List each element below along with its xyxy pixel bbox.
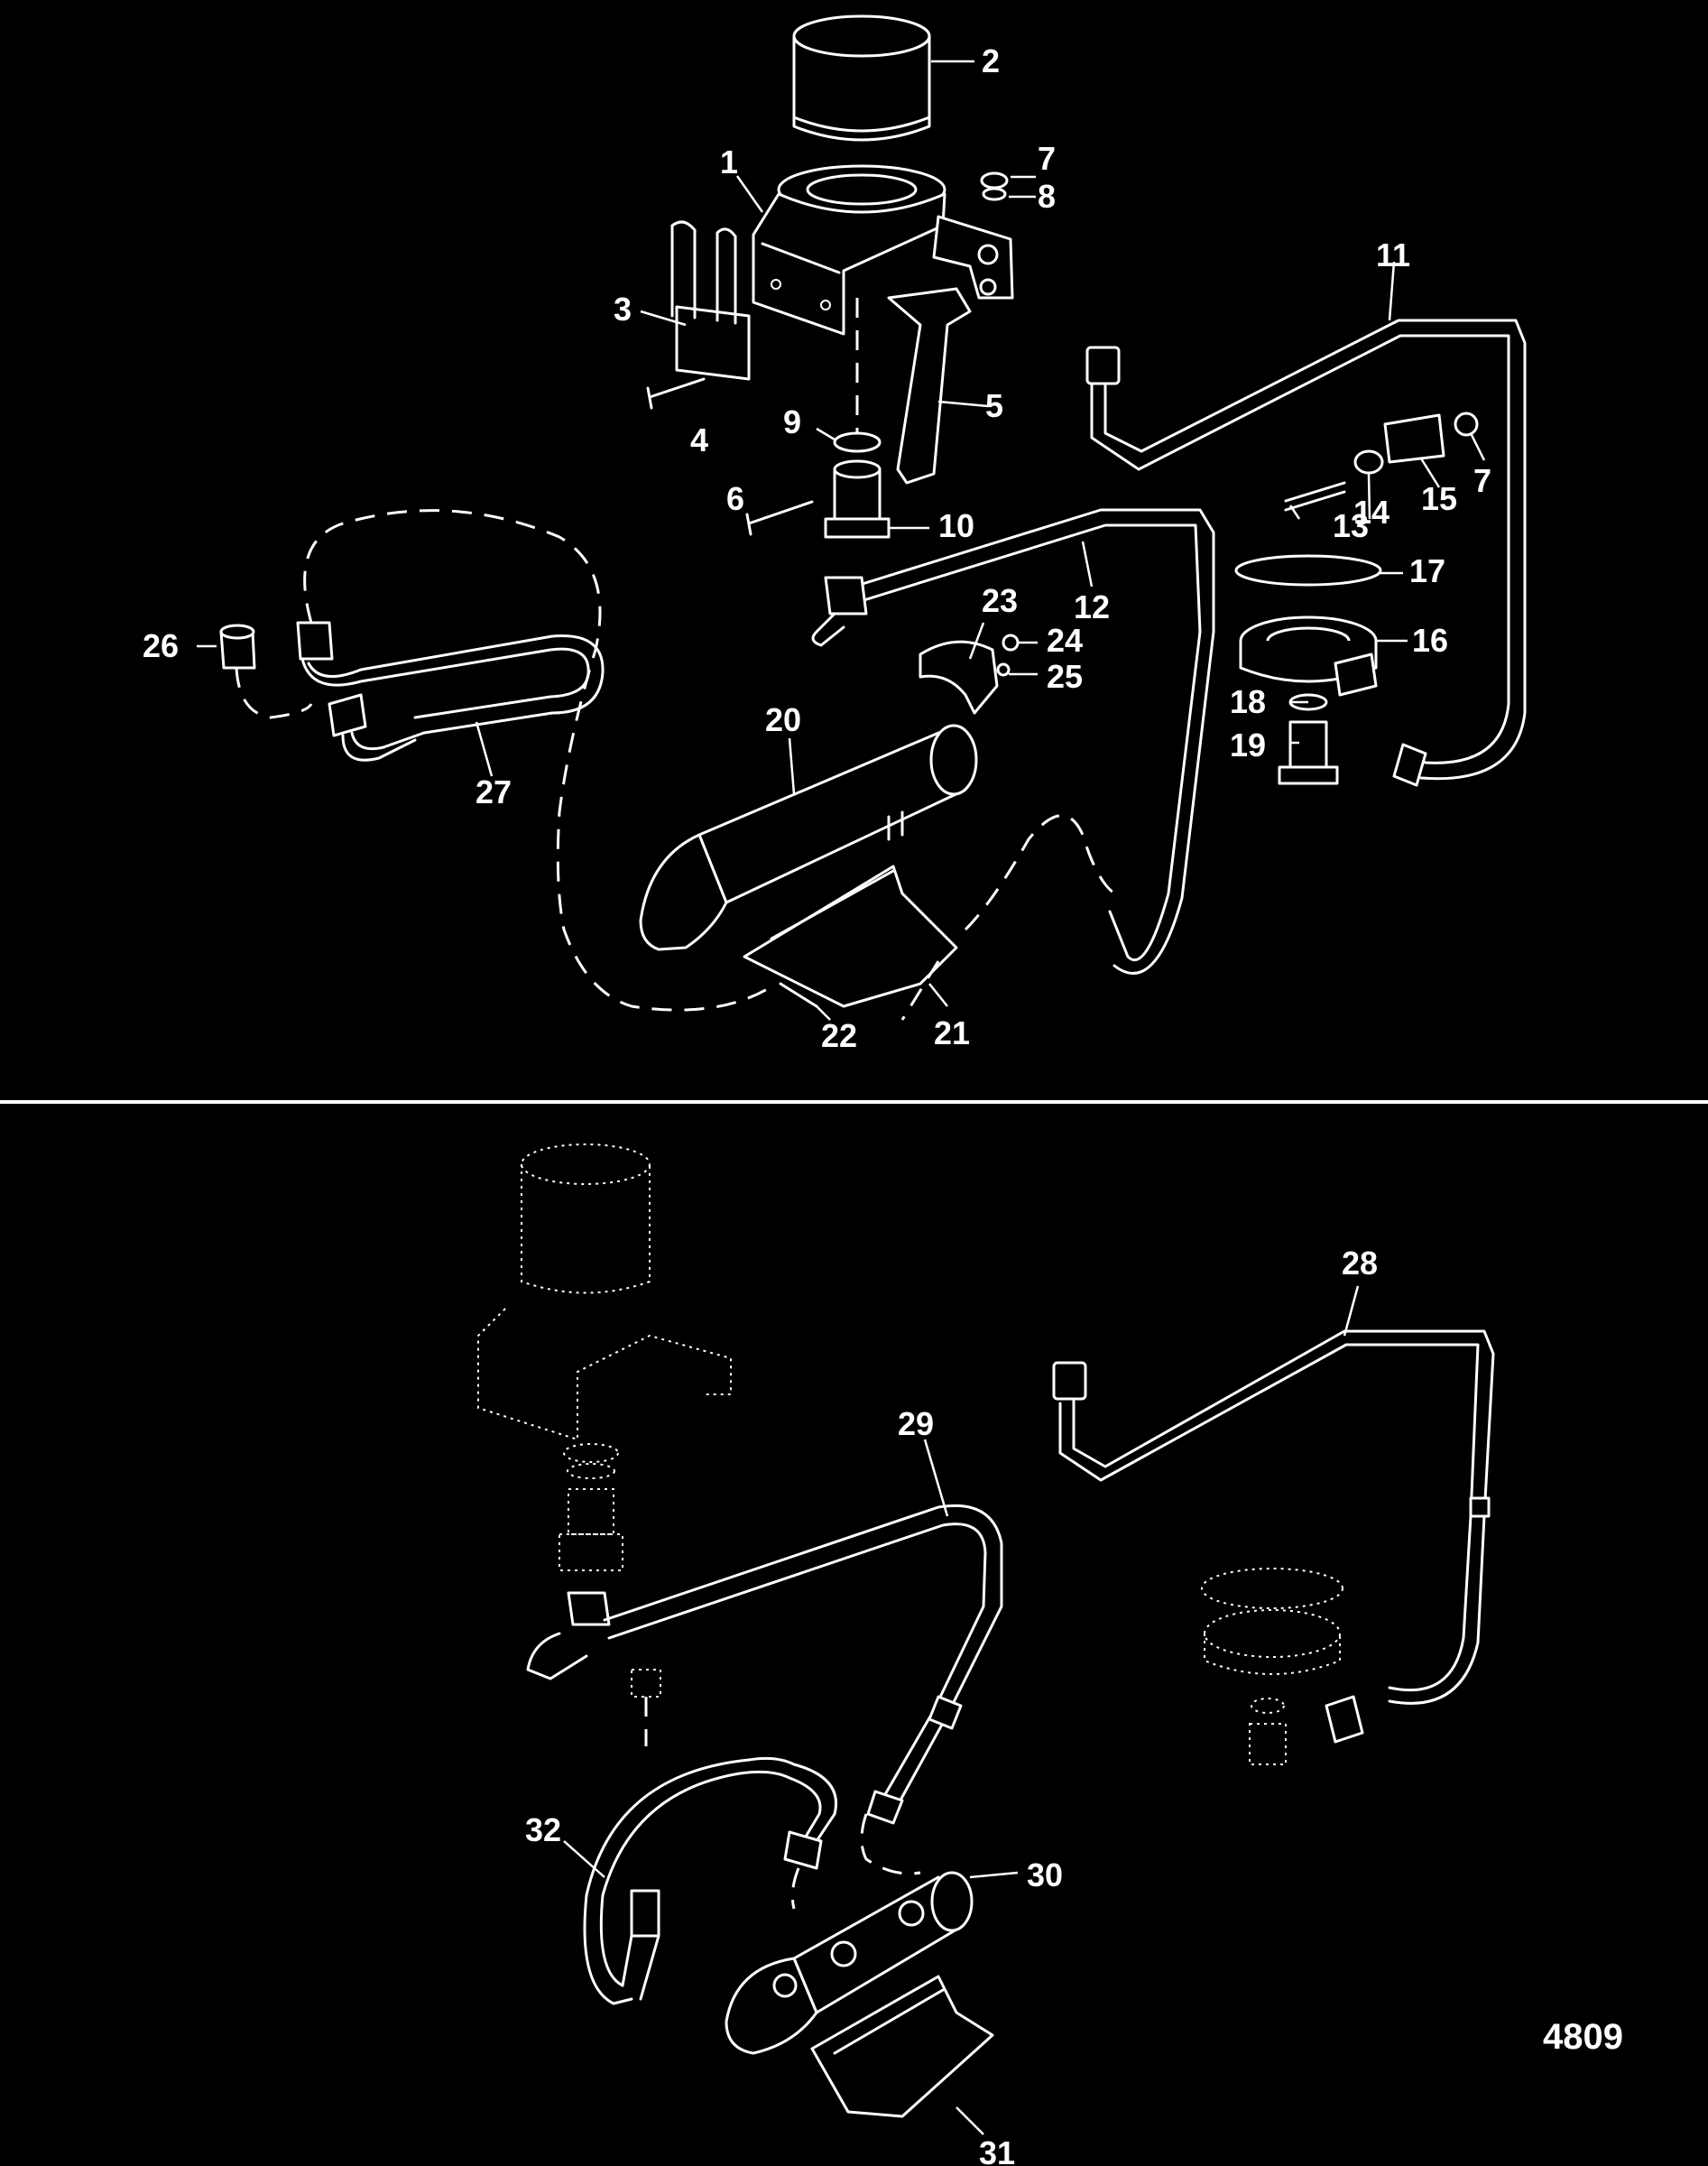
part-16-housing [1239, 616, 1378, 697]
part-3-mount-plate [670, 220, 751, 381]
leader-lines-bottom [563, 1285, 1360, 2135]
part-24-nut [1002, 634, 1020, 652]
ghost-filter-assembly [477, 1143, 732, 1571]
label-18: 18 [1230, 683, 1266, 720]
part-27-hose-assembly [296, 621, 605, 762]
label-4: 4 [690, 421, 708, 458]
label-8: 8 [1038, 178, 1056, 215]
label-25: 25 [1047, 658, 1083, 695]
part-31-clamp [810, 1975, 994, 2118]
label-13: 13 [1333, 507, 1369, 544]
part-25-washer [996, 662, 1011, 677]
part-22-screw [779, 982, 818, 1008]
part-29-hose [526, 1504, 1003, 1825]
part-10-adaptor [824, 459, 891, 539]
label-2: 2 [982, 42, 1000, 79]
ghost-housing [1201, 1568, 1343, 1765]
label-30: 30 [1027, 1856, 1063, 1893]
label-27: 27 [475, 773, 512, 810]
part-2-filter-canister [792, 14, 931, 142]
label-15: 15 [1421, 480, 1457, 517]
label-12: 12 [1074, 588, 1110, 625]
label-29: 29 [898, 1405, 934, 1442]
part-19-fitting [1278, 720, 1339, 785]
label-17: 17 [1409, 552, 1445, 589]
leader-lines [197, 60, 1486, 1021]
part-1-filter-mount [752, 164, 1014, 336]
label-7b: 7 [1473, 462, 1491, 499]
label-31: 31 [979, 2134, 1015, 2166]
part-11-cooler-line [1085, 319, 1527, 787]
label-9: 9 [783, 403, 801, 440]
part-17-gasket [1234, 554, 1382, 587]
part-23-upper-clamp [919, 640, 999, 715]
label-23: 23 [982, 582, 1018, 619]
part-4-screw [646, 377, 706, 410]
label-21: 21 [934, 1014, 970, 1051]
part-5-support-bracket [887, 287, 972, 485]
label-6: 6 [726, 480, 744, 517]
part-30-oil-cooler [725, 1871, 974, 2055]
part-9-o-ring [833, 431, 882, 453]
label-7: 7 [1038, 140, 1056, 177]
label-19: 19 [1230, 727, 1266, 764]
label-24: 24 [1047, 622, 1083, 659]
part-labels-bottom: 28 29 30 32 31 4809 [525, 1245, 1623, 2166]
label-26: 26 [143, 627, 179, 664]
part-21-lower-clamp [743, 865, 958, 1008]
label-32: 32 [525, 1811, 561, 1848]
part-13-14-15-hardware [1284, 412, 1479, 512]
part-28-cooler-line [1052, 1329, 1495, 1744]
label-22: 22 [821, 1017, 857, 1054]
label-20: 20 [765, 701, 801, 738]
bottom-panel: 28 29 30 32 31 4809 [477, 1143, 1623, 2166]
label-3: 3 [614, 291, 632, 328]
part-labels-top: 2 1 7 8 11 3 5 4 9 15 7 6 14 13 10 17 12… [143, 42, 1491, 1054]
label-1: 1 [720, 143, 738, 180]
label-14: 14 [1353, 494, 1389, 531]
figure-number: 4809 [1543, 2017, 1623, 2057]
label-5: 5 [985, 387, 1003, 424]
part-20-oil-cooler [639, 724, 978, 951]
part-12-hose [811, 508, 1215, 975]
part-7-8-nut-washer [980, 171, 1009, 201]
part-6-screw [745, 500, 814, 536]
part-32-hose-assembly [583, 1669, 837, 2005]
label-10: 10 [938, 507, 974, 544]
part-26-fitting [219, 624, 256, 670]
label-11: 11 [1376, 236, 1410, 273]
label-28: 28 [1342, 1245, 1378, 1282]
top-panel: 2 1 7 8 11 3 5 4 9 15 7 6 14 13 10 17 12… [143, 14, 1527, 1054]
label-16: 16 [1412, 622, 1448, 659]
